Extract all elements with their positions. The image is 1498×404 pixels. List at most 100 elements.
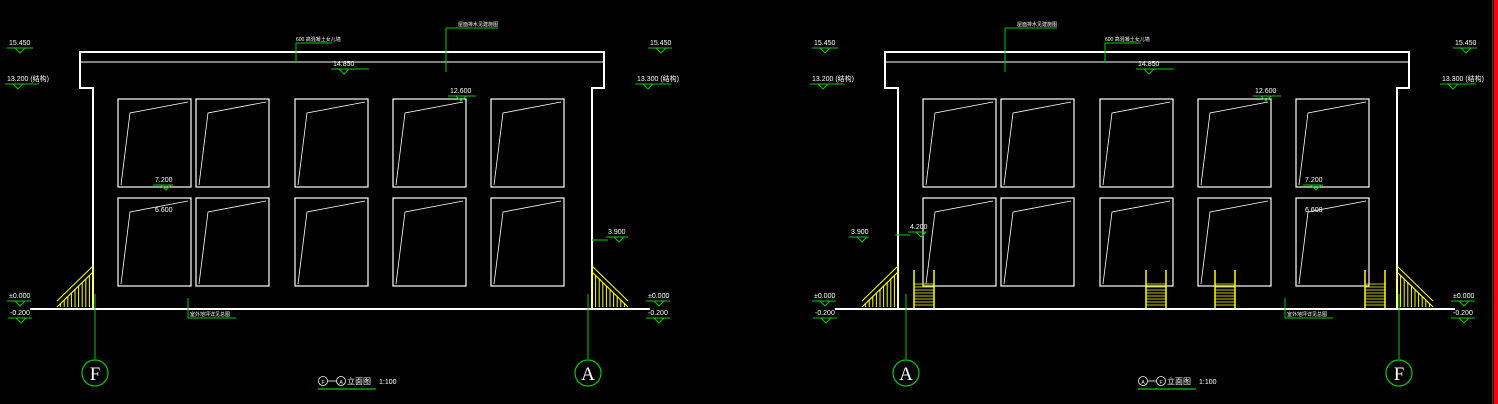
stairs-right bbox=[1396, 265, 1434, 308]
stairs-right-handrail bbox=[591, 265, 629, 302]
axis-bubble-left: A bbox=[892, 359, 920, 387]
window-lower-3-frame bbox=[1099, 197, 1174, 287]
window-head-level-mark-text: 12.600 bbox=[450, 88, 472, 95]
window-upper-2 bbox=[1000, 98, 1075, 188]
window-lower-3 bbox=[1099, 197, 1174, 287]
right-level-structure-text: 13.300 (结构) bbox=[637, 74, 679, 83]
ladder-3 bbox=[1214, 270, 1236, 308]
left-level-ground: -0.200 bbox=[813, 310, 837, 324]
window-upper-5 bbox=[490, 98, 565, 188]
window-upper-1-opening-line bbox=[120, 101, 189, 186]
right-level-zero: ±0.000 bbox=[1451, 293, 1475, 307]
window-upper-4-opening-line bbox=[395, 101, 464, 186]
window-upper-2-opening-line bbox=[198, 101, 267, 186]
window-upper-3 bbox=[1099, 98, 1174, 188]
window-upper-1-frame bbox=[117, 98, 192, 188]
axis-bubble-right: A bbox=[574, 359, 602, 387]
window-lower-2 bbox=[195, 197, 270, 287]
parapet-note: 600 高混凝土女儿墙 bbox=[1105, 36, 1150, 43]
middle-level-6600: 6.600 bbox=[1305, 207, 1323, 214]
window-lower-1-opening-line bbox=[925, 200, 994, 285]
window-lower-2-frame bbox=[195, 197, 270, 287]
left-level-top-text: 15.450 bbox=[9, 40, 31, 47]
window-upper-1-opening-line bbox=[925, 101, 994, 186]
left-level-zero: ±0.000 bbox=[812, 293, 836, 307]
window-lower-4 bbox=[392, 197, 467, 287]
window-lower-3-frame bbox=[294, 197, 369, 287]
side-level-3900-triangle bbox=[613, 236, 625, 243]
left-level-ground-triangle bbox=[820, 317, 832, 324]
stairs-left-handrail bbox=[861, 265, 899, 302]
right-level-ground: -0.200 bbox=[646, 310, 670, 324]
right-level-zero-triangle bbox=[1458, 300, 1470, 307]
window-head-level-mark-text: 12.600 bbox=[1255, 88, 1277, 95]
right-level-structure-text: 13.300 (结构) bbox=[1442, 74, 1484, 83]
stairs-right bbox=[591, 265, 629, 308]
window-upper-5-frame bbox=[490, 98, 565, 188]
window-lower-1 bbox=[922, 197, 997, 287]
left-level-top-triangle bbox=[14, 47, 26, 54]
window-upper-3-opening-line bbox=[297, 101, 366, 186]
right-level-top-triangle bbox=[655, 47, 667, 54]
window-upper-3-frame bbox=[1099, 98, 1174, 188]
middle-level-6600: 6.600 bbox=[155, 207, 173, 214]
right-level-ground-text: -0.200 bbox=[648, 310, 668, 317]
right-level-top: 15.450 bbox=[1453, 40, 1477, 54]
axis-bubble-right-label: A bbox=[581, 364, 595, 385]
side-level-3900: 3.900 bbox=[849, 229, 869, 243]
right-level-structure: 13.300 (结构) bbox=[1440, 74, 1484, 90]
title-axis-1-circle bbox=[1138, 376, 1148, 386]
window-upper-4-frame bbox=[1197, 98, 1272, 188]
title-axis-2: A bbox=[339, 380, 343, 386]
right-level-ground-text: -0.200 bbox=[1453, 310, 1473, 317]
middle-level-7200: 7.200 bbox=[153, 177, 173, 191]
roof-level-mark: 14.850 bbox=[1136, 61, 1174, 75]
window-upper-4 bbox=[392, 98, 467, 188]
window-head-level-mark: 12.600 bbox=[1253, 88, 1281, 102]
window-lower-5 bbox=[490, 197, 565, 287]
window-lower-2-opening-line bbox=[1003, 200, 1072, 285]
title-scale: 1:100 bbox=[1199, 379, 1217, 386]
right-level-zero-text: ±0.000 bbox=[648, 293, 669, 300]
window-head-level-mark-triangle bbox=[1260, 95, 1272, 102]
title-axis-1: F bbox=[321, 380, 324, 386]
ladder-2 bbox=[1145, 270, 1167, 308]
window-upper-1-frame bbox=[922, 98, 997, 188]
left-level-structure: 13.200 (结构) bbox=[5, 74, 49, 90]
window-upper-5-opening-line bbox=[1298, 101, 1367, 186]
side-level-4200: 4.200 bbox=[908, 224, 928, 238]
left-level-zero: ±0.000 bbox=[7, 293, 31, 307]
middle-level-7200-triangle bbox=[160, 184, 172, 191]
right-level-structure: 13.300 (结构) bbox=[635, 74, 679, 90]
window-lower-5 bbox=[1295, 197, 1370, 287]
window-lower-2-frame bbox=[1000, 197, 1075, 287]
window-upper-5 bbox=[1295, 98, 1370, 188]
roof-level-mark-triangle bbox=[1143, 68, 1155, 75]
window-lower-1-frame bbox=[922, 197, 997, 287]
left-level-ground-text: -0.200 bbox=[10, 310, 30, 317]
building-outline bbox=[884, 51, 1410, 310]
window-lower-1 bbox=[117, 197, 192, 287]
roof-level-mark: 14.850 bbox=[331, 61, 369, 75]
window-lower-3-opening-line bbox=[297, 200, 366, 285]
stairs-left bbox=[861, 265, 899, 308]
window-upper-1 bbox=[922, 98, 997, 188]
middle-level-7200-triangle bbox=[1310, 184, 1322, 191]
roof-level-mark-text: 14.850 bbox=[333, 61, 355, 68]
left-level-structure: 13.200 (结构) bbox=[810, 74, 854, 90]
window-upper-5-opening-line bbox=[493, 101, 562, 186]
stairs-left-rail bbox=[861, 271, 899, 308]
title-axis-2-circle bbox=[336, 376, 346, 386]
right-level-structure-triangle bbox=[1447, 83, 1459, 90]
window-upper-2-frame bbox=[1000, 98, 1075, 188]
left-level-structure-text: 13.200 (结构) bbox=[812, 74, 854, 83]
axis-bubble-left-circle bbox=[892, 359, 920, 387]
window-lower-4-frame bbox=[392, 197, 467, 287]
window-lower-5-opening-line bbox=[493, 200, 562, 285]
title-text: 立面图 bbox=[347, 376, 371, 386]
window-lower-3 bbox=[294, 197, 369, 287]
window-upper-5-frame bbox=[1295, 98, 1370, 188]
window-upper-3-opening-line bbox=[1102, 101, 1171, 186]
